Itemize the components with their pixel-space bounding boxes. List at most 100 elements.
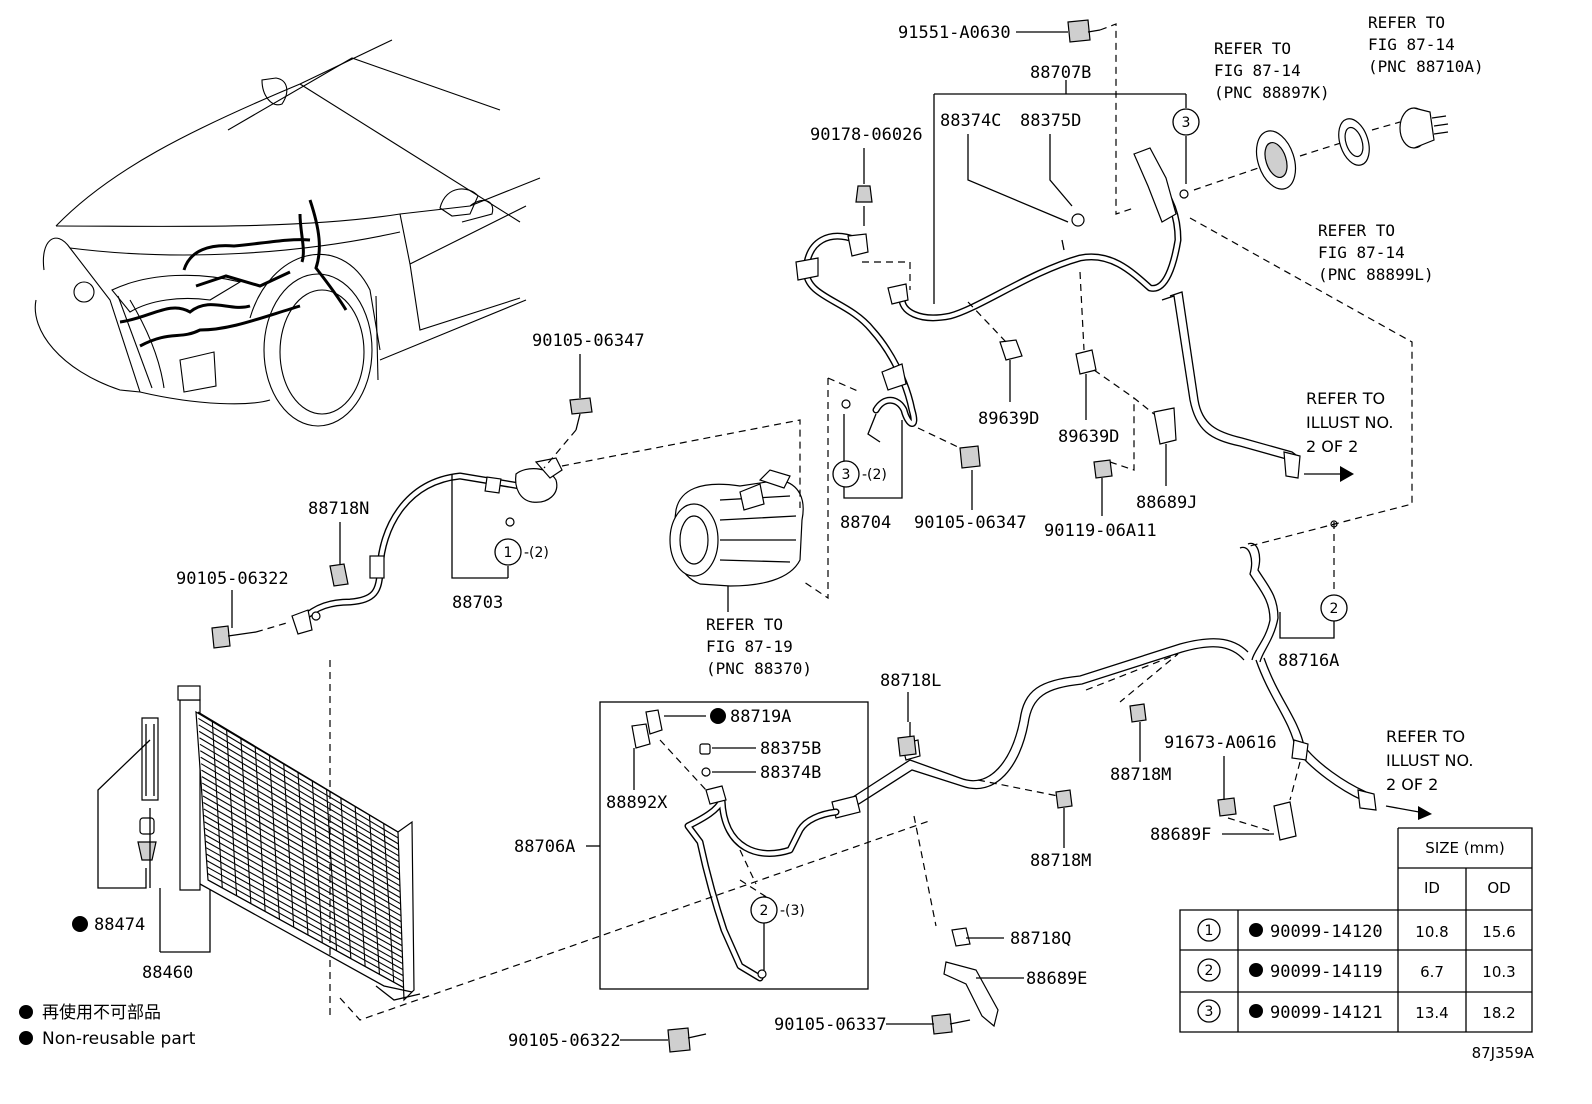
condenser-88460 (137, 685, 421, 1002)
svg-text:FIG 87-14: FIG 87-14 (1368, 35, 1455, 54)
condenser-fin (383, 823, 395, 983)
condenser-fin (283, 763, 295, 928)
svg-text:2: 2 (1330, 601, 1339, 617)
size-table: SIZE (mm) ID OD 1 90099-14120 10.8 15.6 … (1179, 827, 1533, 1033)
svg-text:90099-14120: 90099-14120 (1270, 922, 1383, 942)
condenser-fin (226, 729, 238, 896)
pipe-88703 (291, 457, 563, 635)
svg-text:90099-14121: 90099-14121 (1270, 1003, 1383, 1023)
non-reusable-markers (72, 708, 726, 932)
svg-text:ILLUST NO.: ILLUST NO. (1386, 751, 1473, 770)
svg-text:13.4: 13.4 (1415, 1004, 1448, 1022)
refer-illust-2of2-b: REFER TO ILLUST NO. 2 OF 2 (1386, 727, 1473, 794)
svg-text:FIG 87-19: FIG 87-19 (706, 637, 793, 656)
label-90178-06026: 90178-06026 (810, 125, 923, 145)
label-88718l: 88718L (880, 671, 941, 691)
svg-text:REFER TO: REFER TO (1214, 39, 1291, 58)
svg-text:FIG 87-14: FIG 87-14 (1318, 243, 1405, 262)
condenser-fin (354, 806, 366, 967)
svg-text:15.6: 15.6 (1482, 923, 1515, 941)
label-90105-06322-b: 90105-06322 (508, 1031, 621, 1051)
label-88718q: 88718Q (1010, 929, 1071, 949)
label-89639d-b: 89639D (1058, 427, 1119, 447)
callout-2-right: 2 (1320, 594, 1348, 622)
label-88460: 88460 (142, 963, 193, 983)
svg-text:1: 1 (504, 545, 513, 561)
bolt-90105-06347-a (543, 397, 593, 469)
label-88689e: 88689E (1026, 969, 1087, 989)
svg-text:-(2): -(2) (524, 545, 549, 561)
condenser-fin (254, 746, 266, 912)
label-88704: 88704 (840, 513, 891, 533)
legend: 再使用不可部品 Non-reusable part (19, 1002, 196, 1049)
label-88706a: 88706A (514, 837, 575, 857)
svg-text:3: 3 (1205, 1004, 1214, 1020)
svg-text:(PNC 88897K): (PNC 88897K) (1214, 83, 1330, 102)
pipe-88716a (1161, 291, 1377, 811)
condenser-fin (268, 754, 280, 920)
refer-88897k: REFER TO FIG 87-14 (PNC 88897K) (1214, 39, 1330, 102)
label-88718n: 88718N (308, 499, 369, 519)
label-88716a: 88716A (1278, 651, 1339, 671)
sensor-88710a (1399, 107, 1449, 149)
label-88374b: 88374B (760, 763, 821, 783)
label-88689f: 88689F (1150, 825, 1211, 845)
dashed-leaders (329, 217, 1413, 1021)
callout-1: 1 -(2) (494, 538, 549, 566)
legend-jp: 再使用不可部品 (42, 1002, 161, 1023)
svg-text:REFER TO: REFER TO (1306, 389, 1385, 408)
label-89639d-a: 89639D (978, 409, 1039, 429)
svg-text:3: 3 (842, 467, 851, 483)
label-88374c: 88374C (940, 111, 1001, 131)
condenser-fin (240, 737, 252, 904)
svg-text:2: 2 (760, 903, 769, 919)
label-88703: 88703 (452, 593, 503, 613)
label-90105-06322-a: 90105-06322 (176, 569, 289, 589)
condenser-fin (326, 789, 338, 951)
svg-text:2 OF 2: 2 OF 2 (1386, 775, 1438, 794)
svg-text:FIG 87-14: FIG 87-14 (1214, 61, 1301, 80)
svg-text:REFER TO: REFER TO (706, 615, 783, 634)
label-90105-06337: 90105-06337 (774, 1015, 887, 1035)
svg-text:(PNC 88710A): (PNC 88710A) (1368, 57, 1484, 76)
refer-88370: REFER TO FIG 87-19 (PNC 88370) (706, 615, 812, 678)
label-88689j: 88689J (1136, 493, 1197, 513)
svg-text:90099-14119: 90099-14119 (1270, 962, 1383, 982)
table-size-header: SIZE (mm) (1425, 839, 1504, 857)
label-91551-a0630: 91551-A0630 (898, 23, 1011, 43)
refer-88710a: REFER TO FIG 87-14 (PNC 88710A) (1368, 13, 1484, 76)
assembly-box-88706a (599, 701, 869, 990)
condenser-fin (368, 814, 380, 975)
refer-illust-2of2-a: REFER TO ILLUST NO. 2 OF 2 (1306, 389, 1393, 456)
pipe-88707b (887, 121, 1401, 322)
legend-en: Non-reusable part (42, 1029, 196, 1049)
svg-text:(PNC 88899L): (PNC 88899L) (1318, 265, 1434, 284)
table-row: 2 90099-14119 6.7 10.3 (1197, 958, 1516, 982)
svg-text:ILLUST NO.: ILLUST NO. (1306, 413, 1393, 432)
car-front-illustration (34, 39, 541, 427)
label-88718m-a: 88718M (1110, 765, 1171, 785)
seal-88897k (1255, 130, 1297, 190)
label-88375b: 88375B (760, 739, 821, 759)
label-88474: 88474 (94, 915, 145, 935)
condenser-fin (311, 780, 323, 943)
svg-text:10.3: 10.3 (1482, 963, 1515, 981)
condenser-fin (297, 771, 309, 936)
hose-88704 (795, 185, 918, 443)
table-col-id: ID (1424, 879, 1440, 897)
label-90105-06347-a: 90105-06347 (532, 331, 645, 351)
callout-3-mid: 3 -(2) (832, 460, 887, 488)
bracket-88689e (931, 927, 999, 1035)
svg-text:(PNC 88370): (PNC 88370) (706, 659, 812, 678)
bolt-90105-06322-b (620, 1027, 707, 1053)
svg-text:18.2: 18.2 (1482, 1004, 1515, 1022)
svg-text:REFER TO: REFER TO (1318, 221, 1395, 240)
figure-code: 87J359A (1472, 1044, 1535, 1062)
refer-88899l: REFER TO FIG 87-14 (PNC 88899L) (1318, 221, 1434, 284)
label-88892x: 88892X (606, 793, 668, 813)
condenser-fin (211, 720, 223, 888)
svg-text:1: 1 (1205, 923, 1214, 939)
callout-3-top: 3 (1172, 108, 1200, 136)
